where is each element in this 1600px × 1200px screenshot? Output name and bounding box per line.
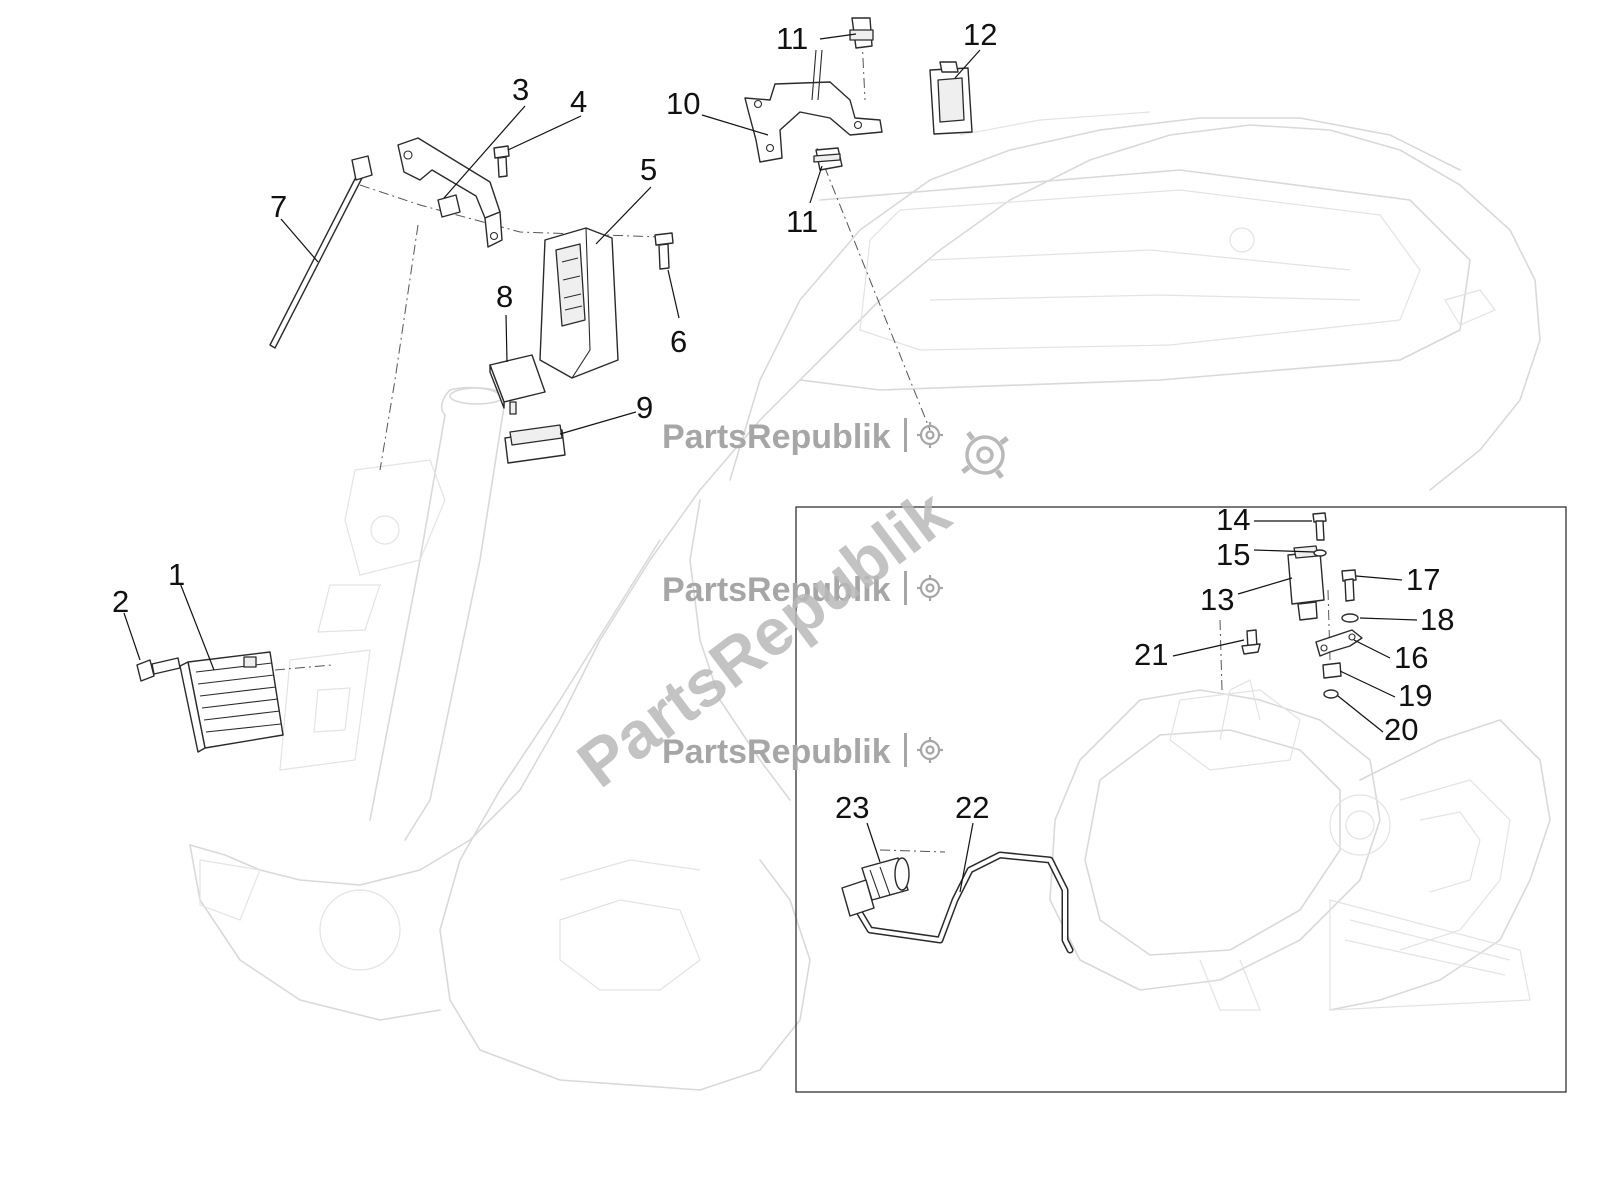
gear-icon bbox=[904, 571, 943, 605]
clip-lower bbox=[813, 147, 843, 171]
watermark-text: PartsRepublik bbox=[662, 418, 891, 456]
callout-22: 22 bbox=[955, 790, 989, 825]
cable-tie bbox=[269, 155, 373, 349]
callout-5: 5 bbox=[640, 152, 657, 187]
gear-icon bbox=[904, 733, 943, 767]
callout-17: 17 bbox=[1406, 562, 1440, 597]
callout-15: 15 bbox=[1216, 537, 1250, 572]
gear-icon bbox=[904, 418, 943, 452]
gear-icon bbox=[961, 431, 1009, 479]
bracket-screw-4 bbox=[493, 145, 510, 178]
clip-upper bbox=[849, 17, 874, 49]
regulator-screw bbox=[136, 657, 181, 682]
fuse-block bbox=[504, 424, 566, 464]
callout-18: 18 bbox=[1420, 602, 1454, 637]
scooter-frame-outline bbox=[189, 111, 1541, 1091]
hose-fitting bbox=[841, 857, 910, 917]
callout-21: 21 bbox=[1134, 637, 1168, 672]
clip-21 bbox=[1241, 629, 1261, 655]
watermark-text: PartsRepublik bbox=[662, 571, 891, 609]
watermark-text: PartsRepublik bbox=[662, 733, 891, 771]
callout-20: 20 bbox=[1384, 712, 1418, 747]
callout-1: 1 bbox=[168, 557, 185, 592]
callout-9: 9 bbox=[636, 390, 653, 425]
callout-13: 13 bbox=[1200, 582, 1234, 617]
bracket-plate-16 bbox=[1315, 629, 1363, 657]
relay bbox=[489, 354, 546, 415]
callout-16: 16 bbox=[1394, 640, 1428, 675]
callout-numbers: 1 2 3 4 5 6 7 8 9 10 11 11 12 13 14 15 1… bbox=[112, 17, 1454, 825]
callout-2: 2 bbox=[112, 584, 129, 619]
callout-7: 7 bbox=[270, 189, 287, 224]
callout-12: 12 bbox=[963, 17, 997, 52]
engine-outline bbox=[1049, 679, 1551, 1011]
callout-23: 23 bbox=[835, 790, 869, 825]
ecu-bracket bbox=[397, 137, 503, 248]
callout-4: 4 bbox=[570, 84, 587, 119]
callout-3: 3 bbox=[512, 72, 529, 107]
washer-20 bbox=[1323, 689, 1339, 699]
watermark-group: PartsRepublik PartsRepublik PartsRepubli… bbox=[564, 418, 1009, 801]
screw-14 bbox=[1312, 512, 1327, 541]
bush-19 bbox=[1322, 662, 1342, 679]
callout-11-top: 11 bbox=[776, 21, 808, 56]
callout-14: 14 bbox=[1216, 502, 1250, 537]
ecu-screw bbox=[654, 232, 674, 270]
callout-10: 10 bbox=[666, 86, 700, 121]
assembly-lines bbox=[274, 37, 1331, 853]
breather-hose bbox=[854, 851, 1074, 954]
leader-lines bbox=[123, 33, 1418, 893]
neutral-switch bbox=[1287, 545, 1325, 621]
switch-unit bbox=[929, 61, 973, 135]
callout-19: 19 bbox=[1398, 678, 1432, 713]
horn-bracket bbox=[744, 49, 883, 163]
callout-11-bottom: 11 bbox=[786, 204, 818, 239]
callout-8: 8 bbox=[496, 279, 513, 314]
screw-17 bbox=[1341, 569, 1357, 602]
electronic-control-unit bbox=[539, 227, 619, 379]
detail-inset-frame bbox=[795, 506, 1567, 1093]
washer-18 bbox=[1341, 613, 1359, 623]
callout-6: 6 bbox=[670, 324, 687, 359]
washer-15 bbox=[1313, 549, 1327, 557]
voltage-regulator bbox=[179, 651, 284, 753]
